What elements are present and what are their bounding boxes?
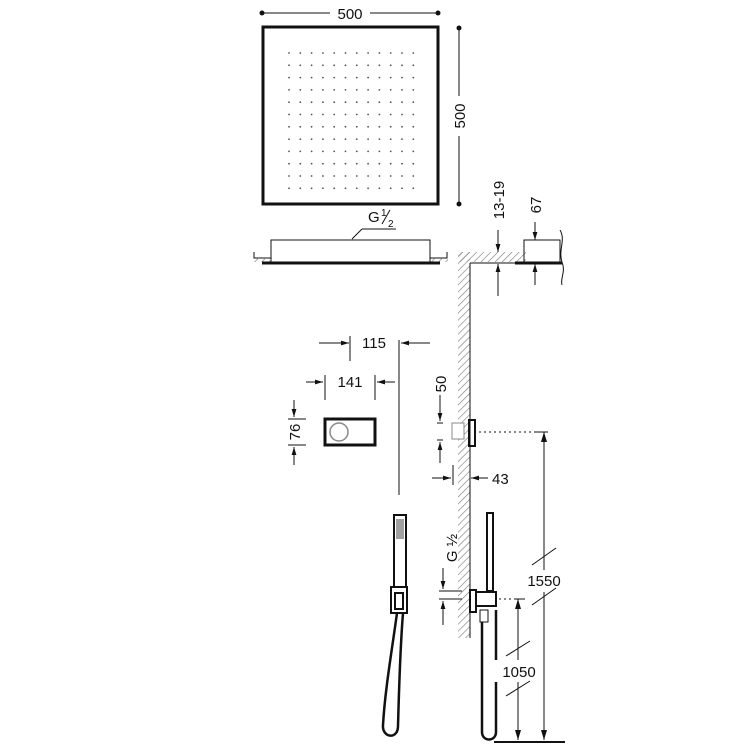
holder-height-1050-label: 1050	[502, 664, 535, 681]
nozzle-grid	[288, 52, 415, 190]
control-plate: 115 141 76	[287, 335, 430, 495]
connection-label: G	[368, 209, 380, 226]
connection-fraction-den: 2	[388, 219, 394, 230]
outlet-height-label: 50	[433, 376, 450, 393]
holder-body	[475, 591, 497, 607]
wall-outlet: 50 43	[432, 376, 548, 488]
holder-connection-label: G ½	[444, 533, 461, 562]
ceiling-detail: 13-19 67	[491, 181, 564, 296]
hand-shower-holder	[390, 586, 408, 614]
outlet-flange	[468, 419, 476, 447]
height-label: 76	[287, 424, 304, 441]
height-dimension: 500	[452, 25, 469, 207]
thickness-label: 67	[528, 197, 545, 214]
hand-shower-front	[381, 514, 408, 737]
head-shower-body	[270, 239, 431, 263]
connection-fraction-num: 1	[381, 208, 387, 219]
control-knob	[329, 422, 349, 442]
shower-rod	[486, 512, 494, 592]
head-shower-top-view: 500 500	[259, 6, 469, 207]
recess-label: 13-19	[491, 181, 508, 219]
depth-label: 115	[362, 335, 386, 352]
head-shower-side-view: G 1 2	[253, 208, 448, 265]
width-dimension: 500	[259, 6, 441, 23]
height-dimensions: 1550 1050	[494, 432, 568, 743]
hose-side	[480, 610, 498, 741]
outlet-projection-label: 43	[492, 471, 509, 488]
outlet-height-1550-label: 1550	[527, 573, 560, 590]
width-label: 500	[337, 6, 362, 23]
ceiling-arm	[523, 239, 561, 263]
control-plate-body	[323, 417, 377, 447]
height-label: 500	[452, 103, 469, 128]
hose	[381, 612, 405, 737]
hand-shower-side: G ½	[439, 512, 525, 741]
head-shower-outline	[261, 25, 440, 206]
width-label: 141	[337, 374, 362, 391]
